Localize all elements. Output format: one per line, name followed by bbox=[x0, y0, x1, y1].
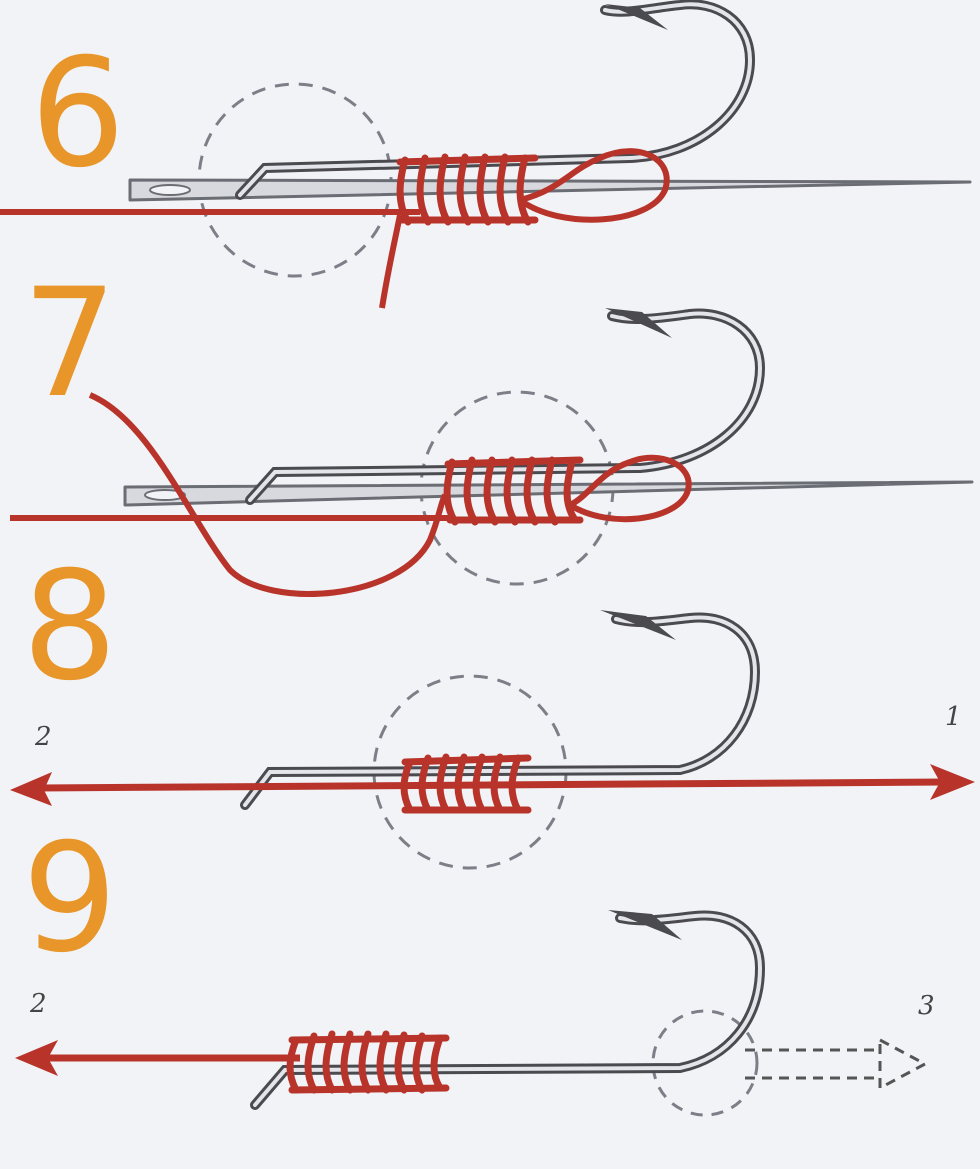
knot-coils bbox=[286, 1030, 450, 1094]
fishing-hook-icon bbox=[240, 610, 761, 810]
step-number-6: 6 bbox=[30, 27, 125, 201]
step-8: 8 2 1 bbox=[10, 540, 975, 870]
end-label-left: 2 bbox=[29, 989, 47, 1019]
end-label-right: 3 bbox=[918, 991, 935, 1021]
arrow-icon bbox=[15, 1040, 300, 1076]
line-loop bbox=[568, 454, 692, 523]
focus-circle bbox=[651, 1009, 759, 1117]
knot-coils bbox=[443, 456, 584, 526]
knot-coils bbox=[396, 153, 539, 226]
end-label-right: 1 bbox=[945, 702, 962, 732]
tag-loop bbox=[88, 392, 448, 597]
step-6: 6 bbox=[0, 0, 972, 309]
step-number-9: 9 bbox=[22, 812, 117, 986]
step-9: 9 2 3 bbox=[15, 812, 935, 1117]
pull-direction-arrow-icon bbox=[745, 1037, 929, 1091]
line-loop bbox=[518, 148, 670, 223]
step-number-8: 8 bbox=[22, 540, 117, 714]
tag-end bbox=[379, 214, 403, 309]
step-7: 7 bbox=[10, 257, 974, 597]
knot-coils bbox=[400, 753, 532, 814]
fishing-hook-icon bbox=[245, 308, 766, 505]
end-label-left: 2 bbox=[34, 722, 52, 752]
fishing-hook-icon bbox=[235, 0, 756, 200]
fishing-hook-icon bbox=[250, 910, 766, 1110]
